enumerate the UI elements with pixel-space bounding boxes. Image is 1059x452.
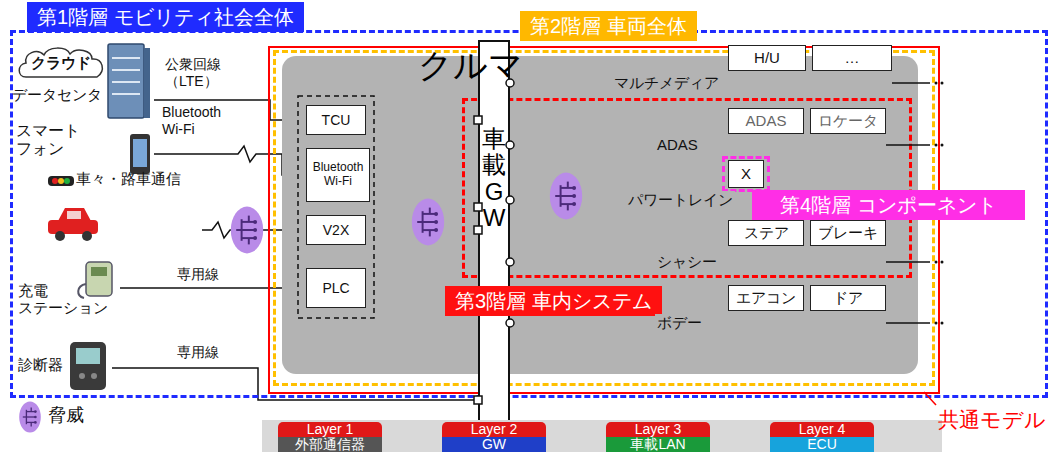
link-label: Bluetooth Wi-Fi xyxy=(160,104,240,138)
leader-line xyxy=(924,392,936,405)
node-text: Layer 2 xyxy=(442,422,546,437)
connector xyxy=(120,287,306,289)
legend-text: 脅威 xyxy=(46,405,86,427)
node-text: TCU xyxy=(322,112,351,128)
bus-name: マルチメディア xyxy=(612,74,721,92)
bus-name: ADAS xyxy=(655,136,700,154)
node-text: 車載LAN xyxy=(606,437,710,452)
layer-region: 第3階層 車内システムADASロケータ第4階層 コンポーネントXステアブレーキ xyxy=(462,98,912,278)
node-text: Layer 4 xyxy=(770,422,874,437)
ecu-box: ステア xyxy=(728,220,804,246)
comm-unit-box: PLC xyxy=(306,268,366,308)
ecu-box: エアコン xyxy=(728,285,804,311)
node-text: ドア xyxy=(833,289,863,306)
link-label: 公衆回線 （LTE） xyxy=(163,56,254,90)
ecu-box: X xyxy=(728,160,764,188)
ecu-box: ADAS xyxy=(728,108,804,134)
traffic-light-icon xyxy=(48,176,74,186)
link-label: 専用線 xyxy=(175,344,221,361)
threat-icon xyxy=(19,401,41,432)
cloud-shape: クラウド xyxy=(16,44,106,82)
node-text: 車載GW xyxy=(482,126,506,232)
node-text: 第2階層 車両全体 xyxy=(520,11,697,41)
node-text: ステア xyxy=(744,224,789,241)
node-text: PLC xyxy=(322,280,349,296)
layer-key: Layer 2GW xyxy=(442,422,546,452)
ecu-box: H/U xyxy=(728,45,806,71)
layer-region: 第4階層 コンポーネントX xyxy=(722,156,770,192)
node-text: 診断器 xyxy=(18,356,63,373)
node-text: 外部通信器 xyxy=(278,437,382,452)
node-text: GW xyxy=(442,437,546,452)
bottom-bar xyxy=(262,420,942,452)
layer-region: 第2階層 車両全体クルマTCUBluetooth Wi-FiV2XPLC第3階層… xyxy=(273,50,935,386)
common-model-frame: 共通モデル第2階層 車両全体クルマTCUBluetooth Wi-FiV2XPL… xyxy=(268,46,940,394)
node-text: クルマ xyxy=(418,46,523,85)
node-text: Layer 3 xyxy=(606,422,710,437)
vehicle-body: クルマTCUBluetooth Wi-FiV2XPLC第3階層 車内システムAD… xyxy=(282,56,918,374)
node-text: ADAS xyxy=(746,112,787,129)
node-text: Layer 1 xyxy=(278,422,382,437)
node-text: ロケータ xyxy=(818,112,878,129)
node-text: V2X xyxy=(323,222,349,238)
ecu-box: ドア xyxy=(810,285,886,311)
ecu-box: ブレーキ xyxy=(810,220,886,246)
node-text: 車々・路車通信 xyxy=(76,170,181,187)
bus-name: ボデー xyxy=(655,314,704,332)
layer-key: Layer 3車載LAN xyxy=(606,422,710,452)
node-text: 第3階層 車内システム xyxy=(445,286,662,316)
link-label: 専用線 xyxy=(175,266,221,283)
bus-name: シャシー xyxy=(655,253,719,271)
node-text: 第4階層 コンポーネント xyxy=(752,190,1025,220)
node-text: 共通モデル xyxy=(938,408,1046,432)
car-icon xyxy=(48,208,98,241)
bus-name: パワートレイン xyxy=(626,191,735,209)
comm-unit-box: TCU xyxy=(306,105,366,135)
gateway-box: 車載GW xyxy=(478,40,510,422)
layer-key: Layer 1外部通信器 xyxy=(278,422,382,452)
gw-ports xyxy=(474,79,514,404)
cloud-outline-path xyxy=(19,48,102,77)
ecu-box: … xyxy=(812,45,892,71)
bus-extension xyxy=(886,83,930,323)
node-text: H/U xyxy=(754,49,780,66)
node-text: ECU xyxy=(770,437,874,452)
node-text: … xyxy=(845,49,860,66)
server-icon xyxy=(108,44,150,118)
node-text: エアコン xyxy=(736,289,796,306)
bus-end-dots xyxy=(935,82,944,325)
threat-icon xyxy=(231,207,263,254)
node-text: 充電 ステーション xyxy=(18,282,111,317)
phone-icon xyxy=(130,134,150,174)
threat-icon xyxy=(412,199,444,246)
threat-icon xyxy=(550,173,582,220)
charger-icon xyxy=(78,262,112,298)
comm-unit-box: V2X xyxy=(306,215,366,245)
node-text: 第1階層 モビリティ社会全体 xyxy=(27,2,304,32)
diagnostic-tool-icon xyxy=(70,342,106,390)
ecu-box: ロケータ xyxy=(810,108,886,134)
node-text: クラウド xyxy=(31,54,91,71)
node-text: ブレーキ xyxy=(818,224,878,241)
comm-unit-box: Bluetooth Wi-Fi xyxy=(306,148,370,202)
node-text: X xyxy=(741,165,751,182)
node-text: データセンタ xyxy=(12,86,102,103)
node-text: Bluetooth Wi-Fi xyxy=(310,161,366,189)
layer-key: Layer 4ECU xyxy=(770,422,874,452)
external-group xyxy=(298,96,374,318)
node-text: スマート フォン xyxy=(16,122,85,159)
